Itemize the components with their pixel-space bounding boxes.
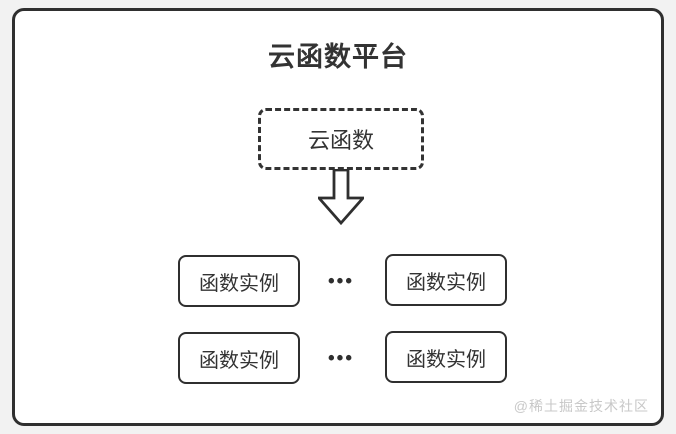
cloud-function-node: 云函数 [258, 108, 424, 170]
down-arrow-icon [318, 169, 364, 225]
function-instance-node: 函数实例 [178, 332, 300, 384]
diagram-title: 云函数平台 [268, 42, 408, 72]
ellipsis-row-1: ••• [328, 270, 354, 292]
watermark: @稀土掘金技术社区 [513, 398, 649, 414]
function-instance-label: 函数实例 [199, 272, 279, 295]
function-instance-label: 函数实例 [406, 348, 486, 371]
function-instance-node: 函数实例 [385, 254, 507, 306]
ellipsis-row-2: ••• [328, 347, 354, 369]
function-instance-node: 函数实例 [178, 255, 300, 307]
cloud-function-label: 云函数 [307, 128, 374, 153]
function-instance-node: 函数实例 [385, 331, 507, 383]
function-instance-label: 函数实例 [199, 349, 279, 372]
function-instance-label: 函数实例 [406, 271, 486, 294]
diagram-canvas: 云函数平台 云函数 函数实例 ••• 函数实例 函数实例 ••• 函数实例 @稀… [12, 8, 664, 426]
